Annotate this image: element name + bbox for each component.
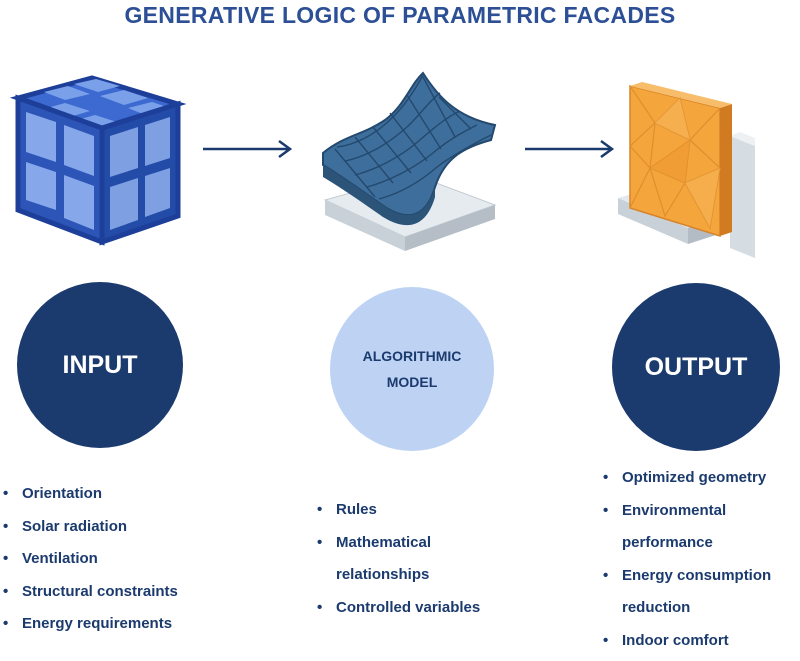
blue-cube-grid-icon <box>10 75 187 246</box>
list-item: Structural constraints <box>0 580 178 613</box>
list-item: Orientation <box>0 482 178 515</box>
list-item: Rules <box>314 498 480 531</box>
model-list: Rules Mathematical relationships Control… <box>314 498 480 628</box>
input-stage-label: INPUT <box>62 350 138 379</box>
diagram-title: GENERATIVE LOGIC OF PARAMETRIC FACADES <box>124 2 676 28</box>
list-item-continuation: performance <box>622 534 713 551</box>
flow-arrow-icon <box>525 139 615 159</box>
orange-facade-panel-icon <box>618 82 755 258</box>
output-stage-label: OUTPUT <box>644 352 748 381</box>
flow-arrow-icon <box>203 139 293 159</box>
input-stage-circle: INPUT <box>17 282 183 448</box>
list-item: Controlled variables <box>314 596 480 629</box>
list-item: Solar radiation <box>0 515 178 548</box>
list-item-continuation: reduction <box>622 599 691 616</box>
list-item: Energy consumption <box>600 564 771 597</box>
output-list: Optimized geometry Environmental perform… <box>600 466 771 661</box>
input-list: Orientation Solar radiation Ventilation … <box>0 482 178 645</box>
list-item: Environmental <box>600 499 771 532</box>
model-stage-label-line2: MODEL <box>386 374 438 390</box>
output-stage-circle: OUTPUT <box>612 283 780 451</box>
list-item: Indoor comfort <box>600 629 771 661</box>
curved-surface-icon <box>322 71 497 251</box>
list-item: Mathematical <box>314 531 480 564</box>
list-item: Energy requirements <box>0 612 178 645</box>
model-stage-label-line1: ALGORITHMIC <box>362 348 462 364</box>
list-item-continuation: relationships <box>336 566 430 583</box>
list-item: Optimized geometry <box>600 466 771 499</box>
model-stage-circle: ALGORITHMIC MODEL <box>330 287 494 451</box>
list-item: Ventilation <box>0 547 178 580</box>
